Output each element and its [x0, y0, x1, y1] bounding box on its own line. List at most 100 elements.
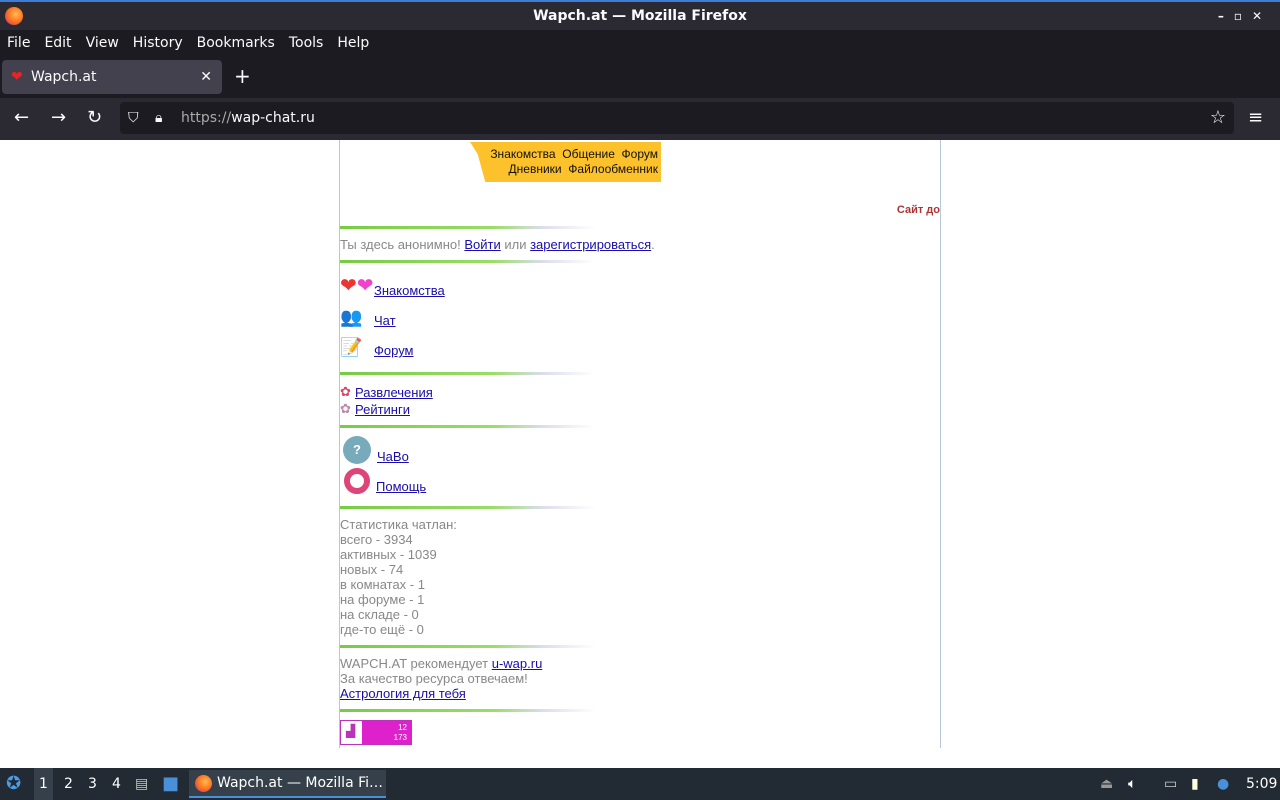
shield-icon[interactable]: ⛉: [128, 110, 139, 126]
clock: 5:09: [1246, 776, 1278, 792]
divider: [340, 372, 595, 375]
volume-icon[interactable]: 🔈︎: [1128, 776, 1137, 792]
stat-line: на форуме - 1: [340, 592, 425, 607]
notes-icon: 📝: [340, 337, 363, 357]
recommend-block: WAPCH.AT рекомендует u-wap.ru За качеств…: [340, 656, 542, 701]
stats-title: Статистика чатлан:: [340, 517, 457, 532]
tab-wapchat[interactable]: ❤ Wapch.at ✕: [2, 60, 222, 94]
heart-favicon-icon: ❤: [11, 69, 23, 85]
wapchat-page: Знакомства Общение Форум Дневники Файлоо…: [339, 140, 941, 748]
desktop-icon[interactable]: ■: [162, 773, 180, 794]
faq-link[interactable]: ЧаВо: [377, 449, 409, 464]
menu-bar: File Edit View History Bookmarks Tools H…: [0, 30, 1280, 56]
workspace-3[interactable]: 3: [88, 776, 97, 792]
url-bar[interactable]: ⛉ 🔒︎ https://wap-chat.ru ☆: [120, 102, 1234, 134]
divider: [340, 645, 595, 648]
divider: [340, 506, 595, 509]
fun-link[interactable]: Развлечения: [355, 385, 433, 400]
divider: [340, 425, 595, 428]
stat-line: на складе - 0: [340, 607, 419, 622]
task-label: Wapch.at — Mozilla Fi…: [217, 775, 384, 791]
flower-icon: ✿: [340, 401, 351, 416]
nav-fun[interactable]: ✿ Развлечения: [340, 384, 433, 400]
nav-bar: ← → ↻ ⛉ 🔒︎ https://wap-chat.ru ☆ ≡: [0, 98, 1280, 140]
forward-button[interactable]: →: [51, 107, 67, 128]
notification-icon[interactable]: ●: [1217, 776, 1230, 792]
astrology-link[interactable]: Астрология для тебя: [340, 686, 466, 701]
banner[interactable]: Знакомства Общение Форум Дневники Файлоо…: [470, 142, 661, 182]
site-marquee: Сайт до: [896, 204, 940, 216]
tab-title: Wapch.at: [31, 69, 97, 85]
hamburger-menu-icon[interactable]: ≡: [1248, 107, 1264, 128]
menu-help[interactable]: Help: [337, 35, 370, 51]
divider: [340, 226, 595, 229]
divider: [340, 260, 595, 263]
clipboard-icon[interactable]: ▮: [1191, 776, 1199, 792]
new-tab-button[interactable]: +: [234, 64, 251, 88]
stats-block: Статистика чатлан: всего - 3934 активных…: [340, 517, 457, 637]
start-menu-icon[interactable]: ✪: [6, 773, 22, 794]
nav-chat[interactable]: 👥 Чат: [340, 307, 396, 328]
page-content: Знакомства Общение Форум Дневники Файлоо…: [0, 140, 1280, 768]
tab-bar: ❤ Wapch.at ✕ +: [0, 56, 1280, 98]
ratings-link[interactable]: Рейтинги: [355, 402, 410, 417]
period: .: [651, 237, 655, 252]
menu-tools[interactable]: Tools: [288, 35, 324, 51]
url-scheme: https://: [181, 110, 232, 126]
nav-faq[interactable]: ? ЧаВо: [340, 436, 409, 464]
flower-icon: ✿: [340, 384, 351, 399]
nav-ratings[interactable]: ✿ Рейтинги: [340, 401, 410, 417]
lock-icon[interactable]: 🔒︎: [155, 110, 163, 126]
back-button[interactable]: ←: [14, 107, 30, 128]
window-title: Wapch.at — Mozilla Firefox: [533, 8, 747, 24]
close-tab-icon[interactable]: ✕: [200, 69, 212, 85]
taskbar: ✪ 1 2 3 4 ▤ ■ Wapch.at — Mozilla Fi… ⏏ 🔈…: [0, 768, 1280, 800]
banner-line1: Знакомства Общение Форум: [490, 147, 658, 161]
or-text: или: [500, 237, 531, 252]
question-icon: ?: [343, 436, 371, 464]
window-titlebar: Wapch.at — Mozilla Firefox –▫✕: [0, 0, 1280, 30]
banner-line2: Дневники Файлообменник: [508, 162, 658, 176]
menu-file[interactable]: File: [7, 35, 31, 51]
chat-people-icon: 👥: [340, 307, 363, 327]
welcome-text: Ты здесь анонимно!: [340, 237, 465, 252]
help-link[interactable]: Помощь: [376, 479, 427, 494]
eject-icon[interactable]: ⏏: [1100, 776, 1114, 792]
menu-history[interactable]: History: [132, 35, 183, 51]
uwap-link[interactable]: u-wap.ru: [491, 656, 543, 671]
register-link[interactable]: зарегистрироваться: [530, 237, 652, 252]
menu-bookmarks[interactable]: Bookmarks: [196, 35, 275, 51]
workspace-4[interactable]: 4: [112, 776, 121, 792]
firefox-logo-icon: [5, 7, 23, 25]
login-link[interactable]: Войти: [464, 237, 501, 252]
firefox-icon: [195, 775, 212, 792]
quality-text: За качество ресурса отвечаем!: [340, 671, 528, 686]
stat-line: новых - 74: [340, 562, 404, 577]
hearts-icon: ❤❤: [340, 275, 374, 297]
workspace-1[interactable]: 1: [34, 768, 53, 800]
counter-line2: 173: [393, 733, 407, 742]
url-host: wap-chat.ru: [231, 110, 315, 126]
nav-help[interactable]: Помощь: [340, 468, 426, 494]
chat-link[interactable]: Чат: [374, 313, 396, 328]
visitor-counter[interactable]: ▟ 12 173: [340, 720, 412, 745]
welcome-line: Ты здесь анонимно! Войти или зарегистрир…: [340, 237, 655, 252]
stat-line: где-то ещё - 0: [340, 622, 424, 637]
window-controls[interactable]: –▫✕: [1217, 9, 1272, 23]
workspace-2[interactable]: 2: [64, 776, 73, 792]
taskbar-firefox[interactable]: Wapch.at — Mozilla Fi…: [189, 770, 386, 798]
menu-edit[interactable]: Edit: [44, 35, 72, 51]
stat-line: всего - 3934: [340, 532, 413, 547]
menu-view[interactable]: View: [85, 35, 119, 51]
nav-forum[interactable]: 📝 Форум: [340, 337, 414, 358]
forum-link[interactable]: Форум: [374, 343, 414, 358]
file-manager-icon[interactable]: ▤: [135, 776, 149, 792]
dating-link[interactable]: Знакомства: [374, 283, 445, 298]
bookmark-star-icon[interactable]: ☆: [1209, 107, 1226, 128]
counter-line1: 12: [398, 723, 407, 732]
network-icon[interactable]: ▭: [1164, 776, 1178, 792]
reload-button[interactable]: ↻: [87, 107, 103, 128]
nav-dating[interactable]: ❤❤Знакомства: [340, 273, 445, 298]
lifebuoy-icon: [344, 468, 370, 494]
recommend-text: WAPCH.AT рекомендует: [340, 656, 492, 671]
